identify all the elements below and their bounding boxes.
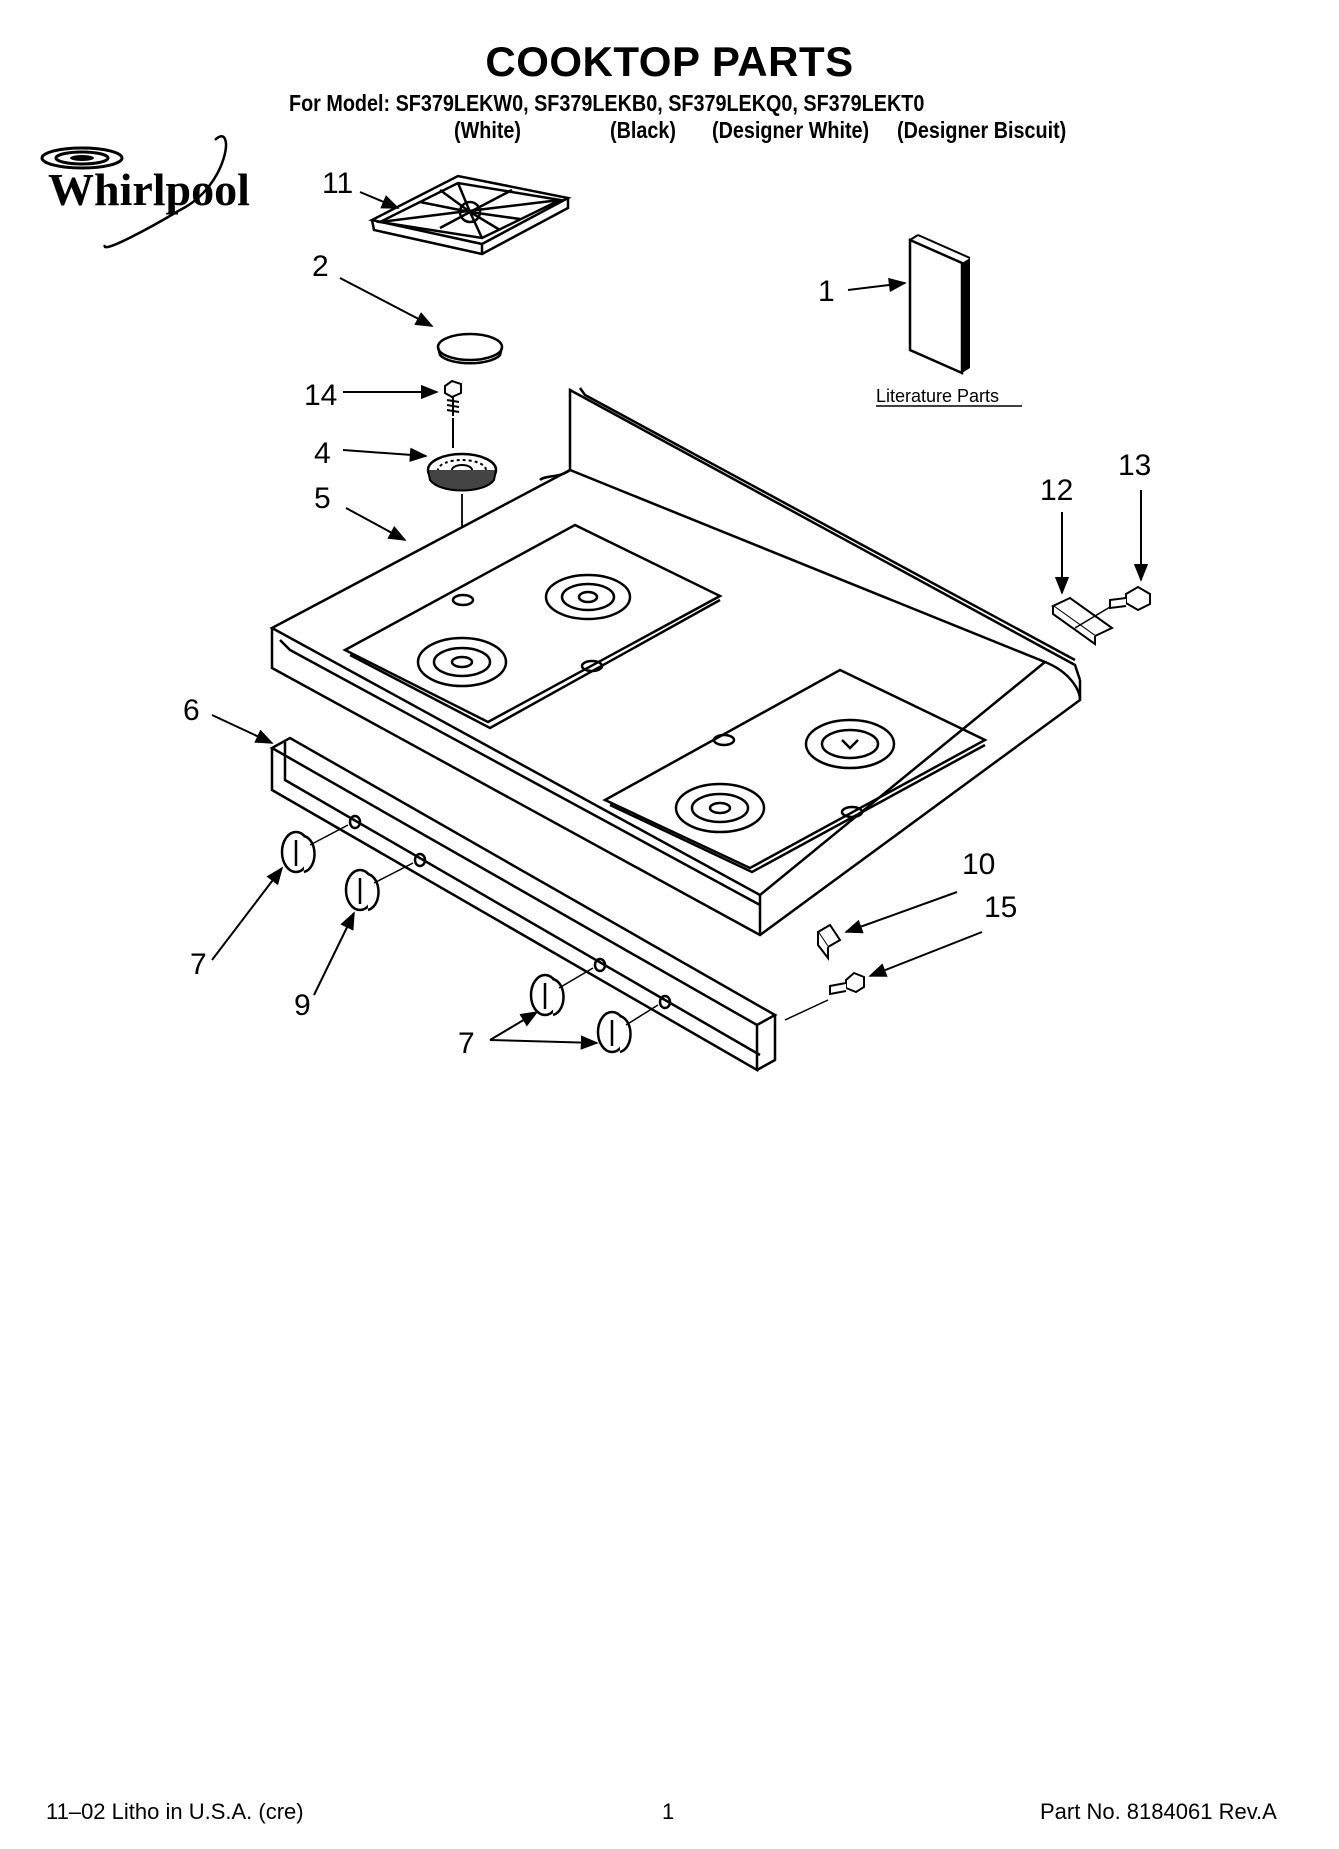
callout-15: 15 [984,891,1017,924]
callout-5: 5 [314,482,331,515]
footer-part-number: Part No. 8184061 Rev.A [1040,1799,1277,1824]
screw-13 [1109,585,1151,612]
whirlpool-logo: Whirlpool [40,135,250,249]
burner-rings [416,573,896,834]
logo-wordmark: Whirlpool [48,164,250,215]
callout-7-bottom: 7 [458,1027,475,1060]
footer-litho: 11–02 Litho in U.S.A. (cre) [46,1799,304,1824]
callout-6: 6 [183,694,200,727]
variant-designer-biscuit: (Designer Biscuit) [897,117,1067,143]
callout-labels: 11 2 1 14 4 5 12 13 6 7 9 7 10 15 [183,167,1151,1060]
callout-4: 4 [314,437,331,470]
callout-10: 10 [962,848,995,881]
callout-arrows [211,191,1149,1050]
callout-13: 13 [1118,449,1151,482]
page-title: COOKTOP PARTS [485,38,854,85]
control-knobs [280,824,659,1054]
variant-white: (White) [454,117,522,143]
knob-7-left [280,824,349,874]
model-list: For Model: SF379LEKW0, SF379LEKB0, SF379… [289,90,925,116]
callout-12: 12 [1040,474,1073,507]
footer-page-number: 1 [662,1799,675,1824]
callout-9: 9 [294,989,311,1022]
variant-black: (Black) [610,117,676,143]
callout-11: 11 [322,167,353,200]
callout-7-left: 7 [190,948,207,981]
clip-10 [816,923,842,961]
knob-9 [344,862,414,912]
literature-parts: Literature Parts [876,234,1022,407]
callout-2: 2 [312,250,329,283]
screw-14 [444,379,462,448]
literature-parts-label: Literature Parts [876,386,999,406]
control-panel [269,736,778,1073]
knob-7-right [596,1004,659,1054]
burner-head [426,452,498,650]
callout-14: 14 [304,379,337,412]
burner-cap [436,332,504,365]
cooktop-surface [269,387,1082,937]
callout-1: 1 [818,275,835,308]
knob-7-mid [529,967,594,1017]
variant-designer-white: (Designer White) [712,117,870,143]
screw-15 [784,971,865,1021]
burner-grate [368,174,572,256]
